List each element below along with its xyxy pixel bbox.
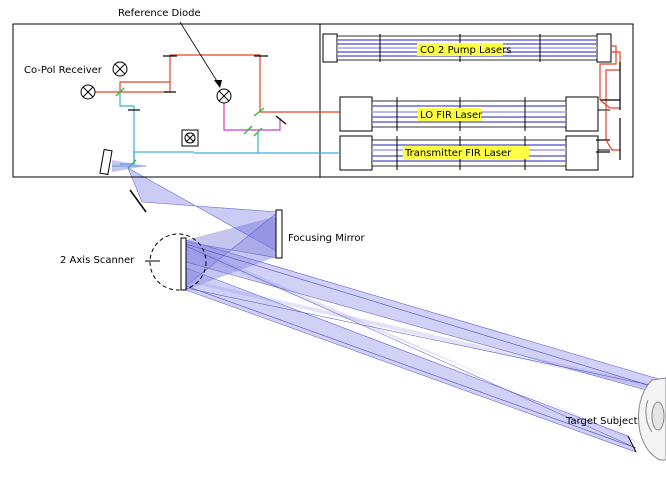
co2-laser-left-cap bbox=[322, 33, 338, 63]
two-axis-scanner-label: 2 Axis Scanner bbox=[60, 255, 135, 266]
tx-laser-left-box bbox=[339, 135, 373, 171]
transmitter-fir-laser: Transmitter FIR Laser bbox=[339, 135, 610, 171]
scanner-mirror bbox=[180, 237, 187, 291]
arrowhead-icon bbox=[214, 80, 222, 88]
co2-label-highlight bbox=[417, 43, 503, 56]
beam-line bbox=[185, 245, 637, 449]
reference-diode-icon bbox=[216, 88, 232, 104]
boxed-detector-icon bbox=[181, 129, 199, 147]
target-subject-figure bbox=[638, 377, 666, 461]
transmitter-fir-laser-label: Transmitter FIR Laser bbox=[404, 148, 512, 159]
co2-pump-lasers-label: CO 2 Pump Lasers bbox=[420, 45, 511, 56]
co2-beam-routing bbox=[596, 45, 621, 160]
beam-cone bbox=[112, 160, 146, 172]
focusing-mirror bbox=[275, 209, 283, 259]
steering-mirror bbox=[129, 189, 147, 213]
internal-optics bbox=[94, 54, 340, 169]
target-pointer bbox=[627, 435, 637, 453]
beam-line bbox=[185, 243, 665, 391]
free-space-beams bbox=[127, 167, 665, 453]
output-optics bbox=[99, 148, 147, 213]
co-pol-receiver-detectors bbox=[80, 61, 232, 147]
reference-beam-path bbox=[223, 98, 281, 131]
beam-mirror-to-scanner-dark bbox=[186, 216, 278, 290]
beam-line bbox=[185, 287, 665, 389]
reference-diode-label: Reference Diode bbox=[118, 8, 201, 19]
target-subject-label: Target Subject bbox=[565, 416, 638, 427]
lo-fir-laser-label: LO FIR Laser bbox=[420, 110, 483, 121]
lo-beam-path bbox=[94, 54, 340, 113]
output-mirror bbox=[99, 148, 113, 176]
focusing-mirror-label: Focusing Mirror bbox=[288, 233, 366, 244]
beam-line bbox=[185, 285, 637, 449]
lo-label-highlight bbox=[418, 108, 481, 121]
co-pol-receiver-label: Co-Pol Receiver bbox=[24, 65, 103, 76]
reference-diode-pointer bbox=[179, 21, 221, 87]
co2-laser-right-cap bbox=[596, 33, 612, 63]
transmitter-beam-path bbox=[257, 132, 340, 154]
optical-table-box bbox=[12, 23, 634, 178]
lo-fir-laser: LO FIR Laser bbox=[339, 96, 610, 132]
detector-icon bbox=[112, 61, 128, 77]
beam-return-crossing-2 bbox=[186, 282, 664, 392]
tx-laser-right-box bbox=[565, 135, 599, 171]
scanner-rotation-circle bbox=[149, 233, 207, 291]
lo-laser-left-box bbox=[339, 96, 373, 132]
lo-laser-right-box bbox=[565, 96, 599, 132]
co2-pump-lasers: CO 2 Pump Lasers bbox=[322, 33, 612, 63]
tx-label-highlight bbox=[403, 146, 529, 159]
detector-icon bbox=[80, 84, 96, 100]
two-axis-scanner bbox=[145, 233, 207, 291]
